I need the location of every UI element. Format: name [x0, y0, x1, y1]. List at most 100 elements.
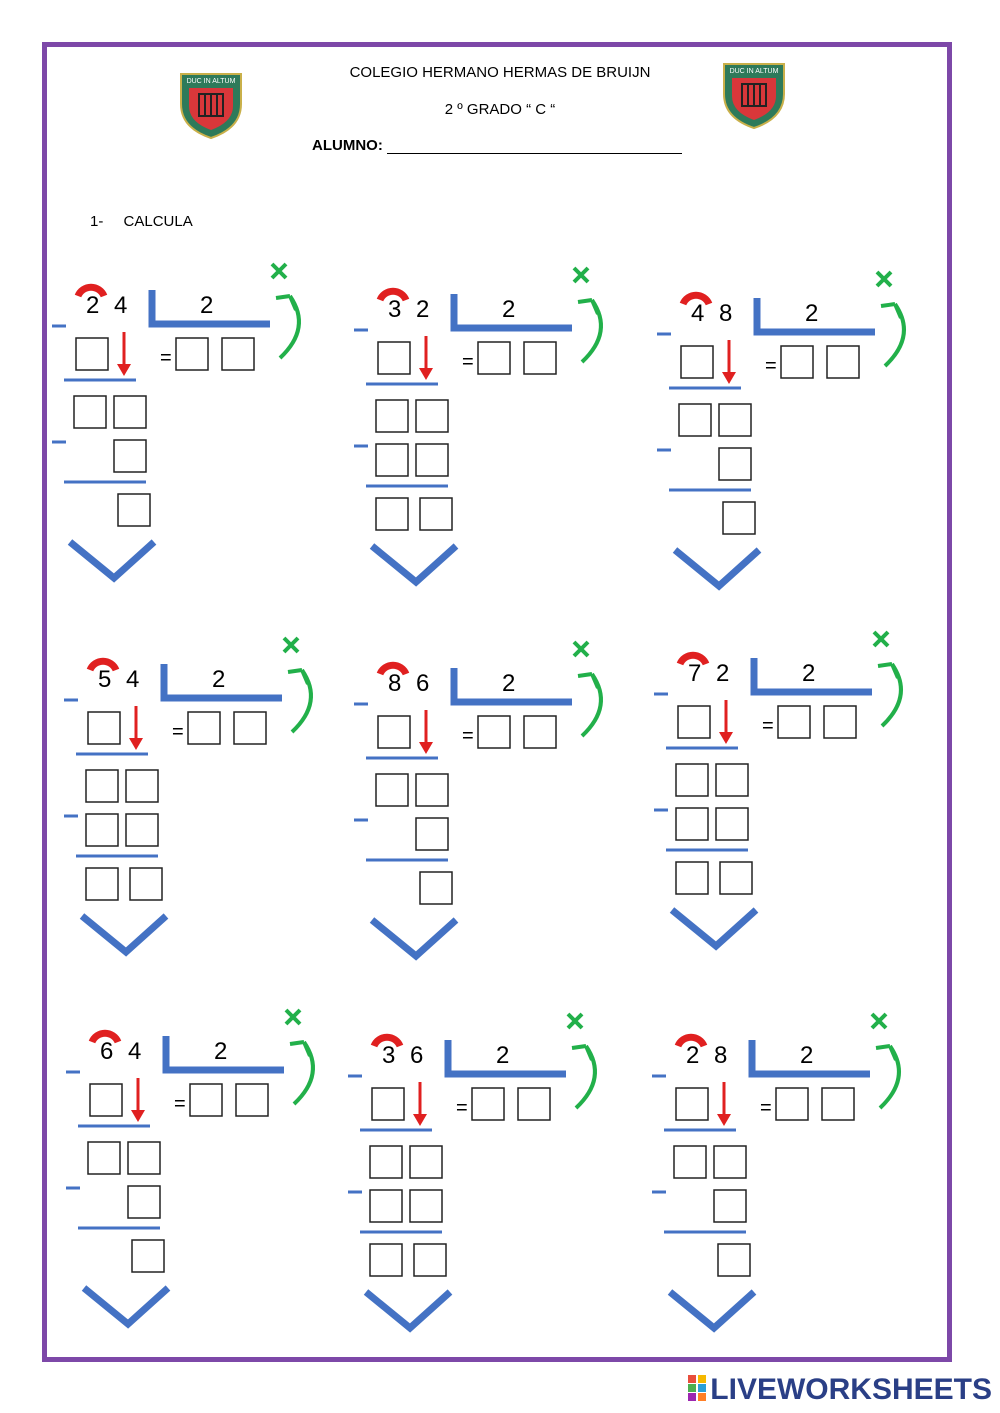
- first-subtrahend-box[interactable]: [680, 345, 714, 379]
- remainder-tens-box[interactable]: [673, 1145, 707, 1179]
- quotient-units-box[interactable]: [517, 1087, 551, 1121]
- check-v-icon: [79, 913, 169, 957]
- quotient-units-box[interactable]: [523, 715, 557, 749]
- quotient-tens-box[interactable]: [175, 337, 209, 371]
- red-arrowhead-icon: [129, 738, 143, 750]
- final-remainder-box[interactable]: [722, 501, 756, 535]
- first-subtrahend-box[interactable]: [677, 705, 711, 739]
- remainder-units-box[interactable]: [415, 399, 449, 433]
- first-subtrahend-box[interactable]: [377, 341, 411, 375]
- final-remainder-box[interactable]: [419, 871, 453, 905]
- remainder-tens-box[interactable]: [375, 773, 409, 807]
- remainder-units-box[interactable]: [415, 773, 449, 807]
- second-subtrahend-units-box[interactable]: [713, 1189, 747, 1223]
- student-name-field[interactable]: ALUMNO:: [312, 137, 682, 154]
- second-subtrahend-tens-box[interactable]: [85, 813, 119, 847]
- second-subtrahend-units-box[interactable]: [718, 447, 752, 481]
- first-subtrahend-box[interactable]: [377, 715, 411, 749]
- dividend-tens-digit: 8: [388, 670, 402, 697]
- second-subtrahend-units-box[interactable]: [715, 807, 749, 841]
- final-remainder-box[interactable]: [413, 1243, 447, 1277]
- dividend-tens-digit: 7: [688, 660, 702, 687]
- second-subtrahend-units-box[interactable]: [127, 1185, 161, 1219]
- dividend-tens-digit: 3: [382, 1042, 396, 1069]
- red-arc-icon: [676, 651, 710, 666]
- first-subtrahend-box[interactable]: [371, 1087, 405, 1121]
- division-bracket: [444, 1040, 566, 1078]
- second-subtrahend-tens-box[interactable]: [675, 807, 709, 841]
- final-remainder-tens-box[interactable]: [375, 497, 409, 531]
- division-bracket: [450, 294, 572, 332]
- final-remainder-box[interactable]: [719, 861, 753, 895]
- final-remainder-box[interactable]: [129, 867, 163, 901]
- final-remainder-box[interactable]: [419, 497, 453, 531]
- final-remainder-tens-box[interactable]: [369, 1243, 403, 1277]
- remainder-tens-box[interactable]: [85, 769, 119, 803]
- final-remainder-box[interactable]: [717, 1243, 751, 1277]
- final-remainder-box[interactable]: [131, 1239, 165, 1273]
- quotient-tens-box[interactable]: [777, 705, 811, 739]
- final-remainder-box[interactable]: [117, 493, 151, 527]
- remainder-tens-box[interactable]: [73, 395, 107, 429]
- quotient-units-box[interactable]: [823, 705, 857, 739]
- quotient-tens-box[interactable]: [187, 711, 221, 745]
- quotient-tens-box[interactable]: [780, 345, 814, 379]
- remainder-units-box[interactable]: [718, 403, 752, 437]
- quotient-units-box[interactable]: [821, 1087, 855, 1121]
- green-arrowhead-icon: [287, 668, 310, 685]
- dividend-units-digit: 8: [714, 1042, 728, 1069]
- final-remainder-tens-box[interactable]: [675, 861, 709, 895]
- quotient-units-box[interactable]: [523, 341, 557, 375]
- first-subtrahend-box[interactable]: [75, 337, 109, 371]
- dividend-tens-digit: 6: [100, 1038, 114, 1065]
- remainder-tens-box[interactable]: [678, 403, 712, 437]
- remainder-tens-box[interactable]: [369, 1145, 403, 1179]
- second-subtrahend-units-box[interactable]: [415, 443, 449, 477]
- second-subtrahend-units-box[interactable]: [415, 817, 449, 851]
- second-subtrahend-tens-box[interactable]: [369, 1189, 403, 1223]
- remainder-tens-box[interactable]: [675, 763, 709, 797]
- red-arc-icon: [88, 1029, 122, 1044]
- quotient-tens-box[interactable]: [477, 715, 511, 749]
- remainder-tens-box[interactable]: [375, 399, 409, 433]
- first-subtrahend-box[interactable]: [87, 711, 121, 745]
- equals-sign: =: [172, 721, 184, 743]
- final-remainder-tens-box[interactable]: [85, 867, 119, 901]
- quotient-tens-box[interactable]: [471, 1087, 505, 1121]
- svg-text:DUC IN ALTUM: DUC IN ALTUM: [187, 78, 236, 85]
- remainder-units-box[interactable]: [409, 1145, 443, 1179]
- remainder-tens-box[interactable]: [87, 1141, 121, 1175]
- division-diagram: [654, 630, 903, 951]
- quotient-tens-box[interactable]: [775, 1087, 809, 1121]
- student-name-line[interactable]: [386, 139, 682, 154]
- red-arc-icon: [376, 661, 410, 676]
- remainder-units-box[interactable]: [113, 395, 147, 429]
- quotient-units-box[interactable]: [233, 711, 267, 745]
- quotient-tens-box[interactable]: [477, 341, 511, 375]
- equals-sign: =: [462, 351, 474, 373]
- quotient-units-box[interactable]: [221, 337, 255, 371]
- remainder-units-box[interactable]: [715, 763, 749, 797]
- remainder-units-box[interactable]: [125, 769, 159, 803]
- remainder-units-box[interactable]: [127, 1141, 161, 1175]
- second-subtrahend-tens-box[interactable]: [375, 443, 409, 477]
- quotient-units-box[interactable]: [235, 1083, 269, 1117]
- quotient-units-box[interactable]: [826, 345, 860, 379]
- divisor-digit: 2: [200, 292, 214, 319]
- second-subtrahend-units-box[interactable]: [409, 1189, 443, 1223]
- liveworksheets-watermark: LIVEWORKSHEETS: [688, 1373, 992, 1407]
- second-subtrahend-units-box[interactable]: [125, 813, 159, 847]
- first-subtrahend-box[interactable]: [89, 1083, 123, 1117]
- remainder-units-box[interactable]: [713, 1145, 747, 1179]
- division-bracket: [450, 668, 572, 706]
- division-bracket: [162, 1036, 284, 1074]
- dividend-units-digit: 8: [719, 300, 733, 327]
- task-instruction: CALCULA: [123, 213, 193, 230]
- check-v-icon: [667, 1289, 757, 1333]
- multiply-icon: [572, 266, 590, 284]
- quotient-tens-box[interactable]: [189, 1083, 223, 1117]
- first-subtrahend-box[interactable]: [675, 1087, 709, 1121]
- second-subtrahend-units-box[interactable]: [113, 439, 147, 473]
